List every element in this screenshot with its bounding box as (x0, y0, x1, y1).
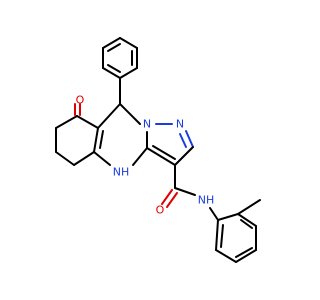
amide-oxygen-label: O (156, 204, 165, 217)
bond (97, 103, 121, 129)
bond (119, 103, 141, 125)
bond (174, 146, 194, 166)
bond (220, 224, 224, 248)
bond (73, 151, 95, 166)
pyrazole-ring (146, 123, 194, 166)
bond (235, 247, 253, 258)
bond (93, 127, 99, 153)
bond (132, 147, 148, 166)
tolyl-ring (209, 207, 257, 263)
bond (76, 115, 99, 129)
bond (166, 192, 178, 208)
bond (119, 37, 138, 49)
ring-nitrogen-label: N (143, 118, 151, 131)
pyrazole-nitrogen-label: N (176, 118, 184, 131)
bond (102, 37, 121, 49)
ring-nh-label: NH (113, 166, 130, 179)
bond (99, 130, 104, 149)
cyclohexenone-ring (55, 115, 99, 166)
bond (240, 219, 253, 229)
bond (215, 219, 219, 251)
atom-labels: O N N NH O NH (76, 94, 215, 217)
bond (174, 187, 196, 196)
methyl-bond (237, 199, 261, 215)
bond (185, 130, 194, 148)
bond (119, 67, 138, 79)
phenyl-ring (102, 37, 138, 79)
bond (215, 249, 237, 263)
amide-nh-label: NH (198, 194, 215, 207)
ketone-oxygen-label: O (76, 94, 85, 107)
bond (107, 64, 121, 73)
bond (102, 67, 121, 79)
dihydropyrimidine-ring (93, 103, 148, 166)
bond (237, 213, 257, 227)
bond (55, 151, 75, 166)
bond (179, 133, 187, 148)
bond (55, 115, 78, 129)
bond (209, 207, 219, 221)
molecule-drawing: O N N NH O NH (55, 37, 261, 263)
structure-diagram: O N N NH O NH (55, 37, 261, 263)
bond (107, 43, 121, 52)
bond (161, 189, 173, 205)
bond (235, 249, 257, 263)
bond (146, 147, 176, 166)
bond (152, 145, 176, 160)
bond (93, 151, 111, 166)
bond (217, 213, 239, 221)
carboxamide-group (161, 164, 196, 208)
